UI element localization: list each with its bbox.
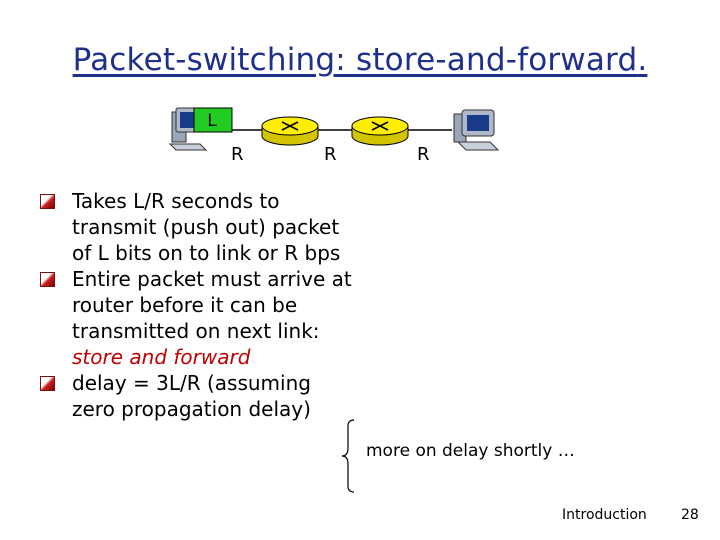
- bullet-item-2: Entire packet must arrive at router befo…: [40, 266, 360, 370]
- footer-label: Introduction: [562, 507, 647, 523]
- destination-host-icon: [453, 109, 500, 151]
- title-text: Packet-switching: store-and-forward: [72, 42, 638, 78]
- slide-title: Packet-switching: store-and-forward.: [0, 42, 720, 78]
- network-diagram: L R R R: [168, 107, 500, 165]
- router-2-icon: [351, 116, 409, 146]
- title-period: .: [637, 42, 648, 78]
- bullet-item-1: Takes L/R seconds to transmit (push out)…: [40, 188, 360, 266]
- bullet-item-3: delay = 3L/R (assuming zero propagation …: [40, 370, 360, 422]
- bullet-box-icon: [40, 376, 55, 391]
- bullet-text-3: delay = 3L/R (assuming zero propagation …: [72, 371, 311, 421]
- packet-box: [193, 107, 233, 133]
- link-2-rate-label: R: [324, 144, 337, 165]
- bullet-box-icon: [40, 194, 55, 209]
- bullet-text-1: Takes L/R seconds to transmit (push out)…: [72, 189, 341, 265]
- bullet-text-2: Entire packet must arrive at router befo…: [72, 267, 352, 343]
- side-note: more on delay shortly …: [366, 441, 575, 461]
- bullet-list: Takes L/R seconds to transmit (push out)…: [40, 188, 360, 422]
- page-number: 28: [681, 507, 699, 523]
- bullet-box-icon: [40, 272, 55, 287]
- link-1-rate-label: R: [231, 144, 244, 165]
- store-and-forward-emphasis: store and forward: [72, 345, 251, 369]
- packet-label: L: [207, 111, 217, 131]
- link-3-rate-label: R: [417, 144, 430, 165]
- router-1-icon: [261, 116, 319, 146]
- brace-icon: [341, 419, 355, 493]
